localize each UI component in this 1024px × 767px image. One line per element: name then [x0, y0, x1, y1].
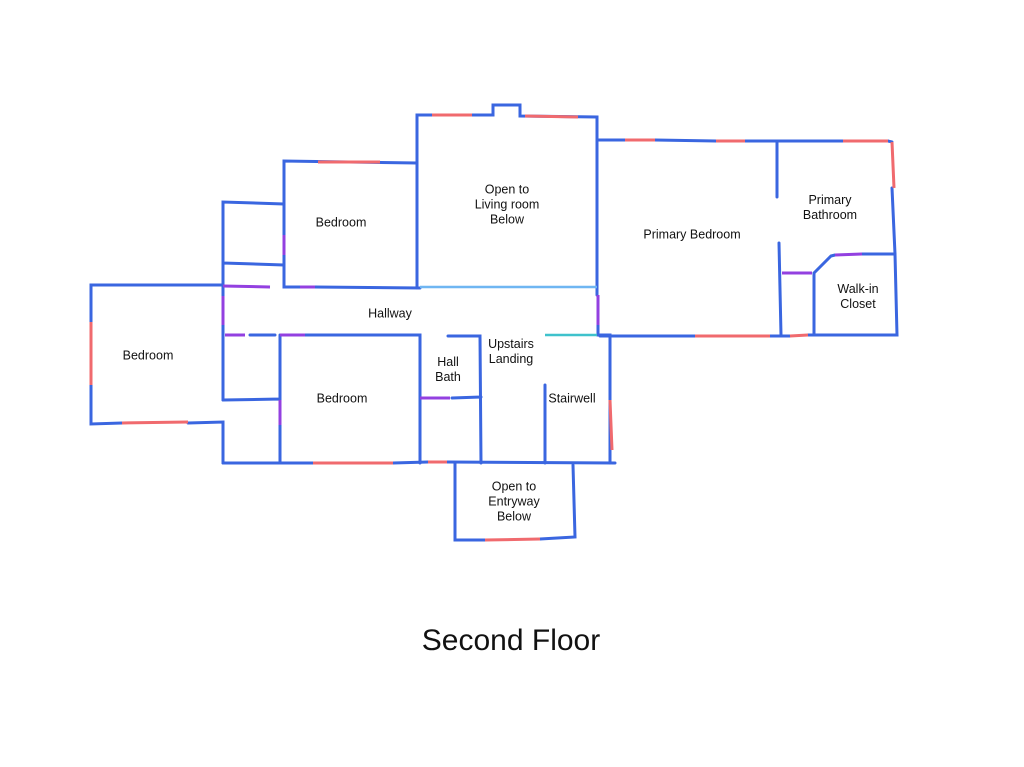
- room-label-line: Open to: [484, 182, 530, 197]
- room-label-line: Below: [496, 509, 532, 524]
- room-label-line: Hall: [437, 355, 459, 369]
- doors: [221, 235, 863, 425]
- room-label-line: Primary: [808, 193, 852, 207]
- room-primary-bathroom: Primary Bathroom: [803, 193, 857, 223]
- room-hall-bath: Hall Bath: [435, 355, 461, 385]
- room-bedroom-lower: Bedroom: [316, 391, 368, 406]
- windows: [89, 113, 896, 542]
- open-edges: [420, 285, 597, 337]
- walls: [89, 103, 899, 542]
- room-bedroom-upper: Bedroom: [315, 215, 367, 230]
- room-stairwell: Stairwell: [548, 391, 596, 406]
- room-label-line: Closet: [840, 297, 876, 311]
- room-label-line: Upstairs: [488, 337, 534, 351]
- room-label-line: Bath: [435, 370, 461, 384]
- room-bedroom-left: Bedroom: [122, 348, 174, 363]
- room-walk-in-closet: Walk-in Closet: [837, 282, 878, 312]
- room-label-line: Entryway: [488, 494, 540, 509]
- room-primary-bedroom: Primary Bedroom: [643, 227, 741, 242]
- room-label-line: Bathroom: [802, 208, 858, 222]
- room-label-line: Landing: [488, 352, 534, 366]
- room-hallway: Hallway: [368, 306, 412, 321]
- room-label-line: Living room: [474, 197, 540, 212]
- room-entryway-open: Open to Entryway Below: [488, 480, 539, 525]
- room-label-line: Open to: [491, 479, 537, 494]
- floor-title: Second Floor: [421, 624, 601, 657]
- room-label-line: Walk-in: [837, 282, 879, 296]
- room-upstairs-landing: Upstairs Landing: [488, 337, 534, 367]
- room-label-line: Below: [489, 212, 525, 227]
- room-living-open: Open to Living room Below: [475, 183, 540, 228]
